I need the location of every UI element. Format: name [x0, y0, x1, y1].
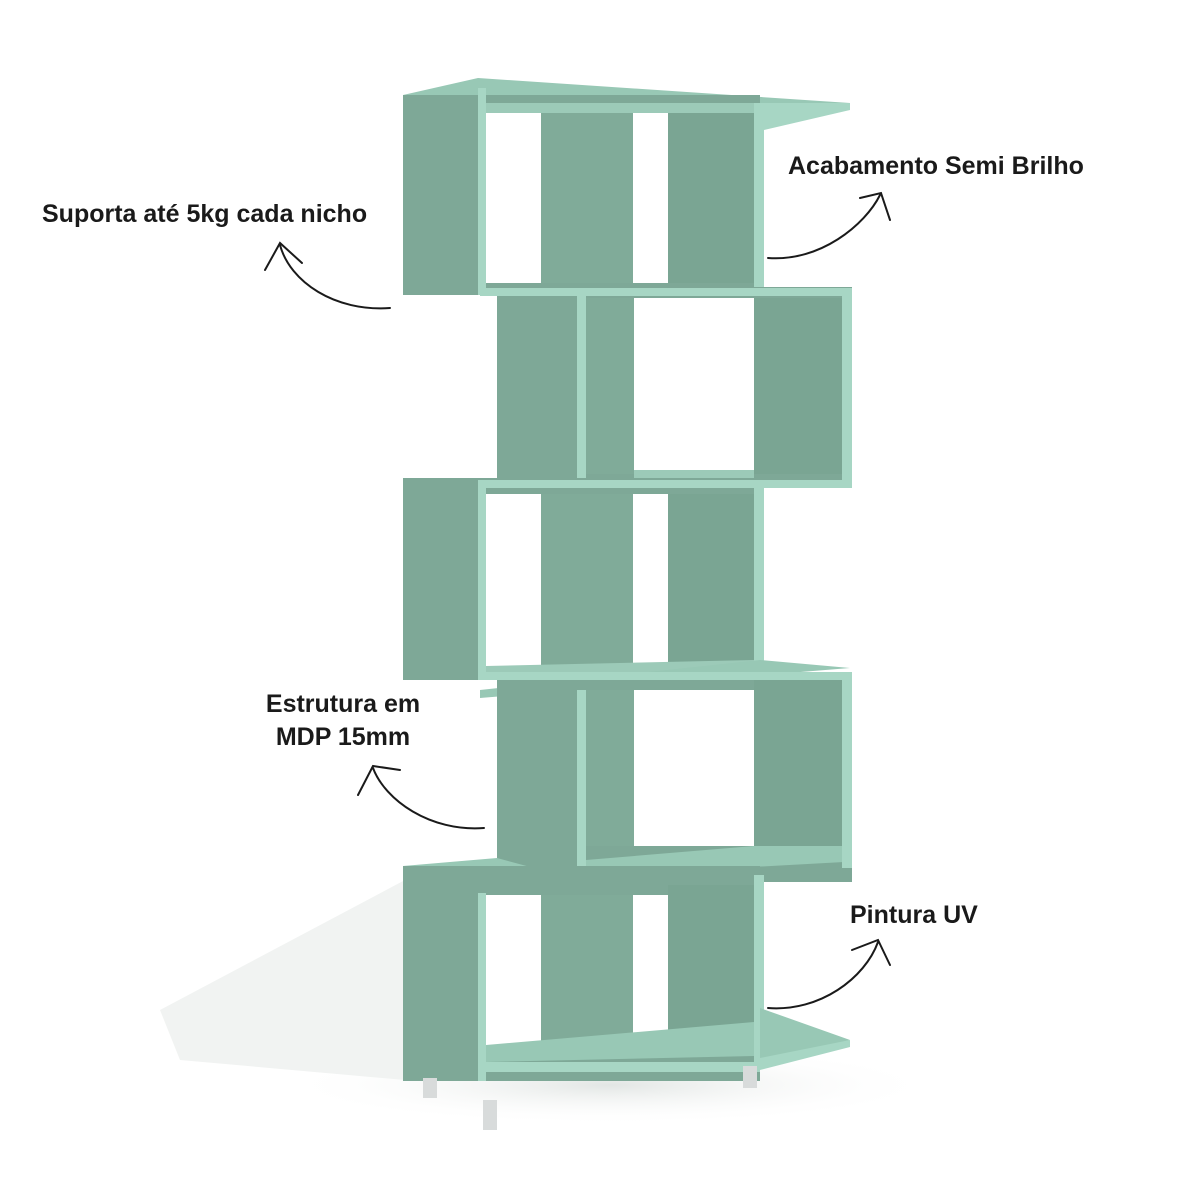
wall-shadow	[160, 880, 405, 1080]
curved-arrow-icon	[264, 241, 391, 310]
structure-callout-line2: MDP 15mm	[275, 723, 411, 751]
curved-arrow-icon	[767, 191, 891, 260]
structure-callout-line1: Estrutura em	[265, 690, 421, 718]
paint-callout: Pintura UV	[850, 901, 978, 929]
tier-3	[403, 478, 852, 680]
tier-5	[403, 858, 850, 1081]
tier-2	[480, 287, 852, 485]
finish-callout: Acabamento Semi Brilho	[788, 152, 1084, 180]
curved-arrow-icon	[767, 938, 891, 1010]
support-callout: Suporta até 5kg cada nicho	[42, 200, 368, 228]
shelf-feet	[423, 1066, 757, 1130]
bookshelf	[403, 78, 852, 1130]
tier-4	[480, 660, 852, 882]
curved-arrow-icon	[357, 764, 485, 830]
tier-1	[403, 78, 850, 295]
structure-callout: Estrutura em MDP 15mm	[258, 688, 428, 754]
